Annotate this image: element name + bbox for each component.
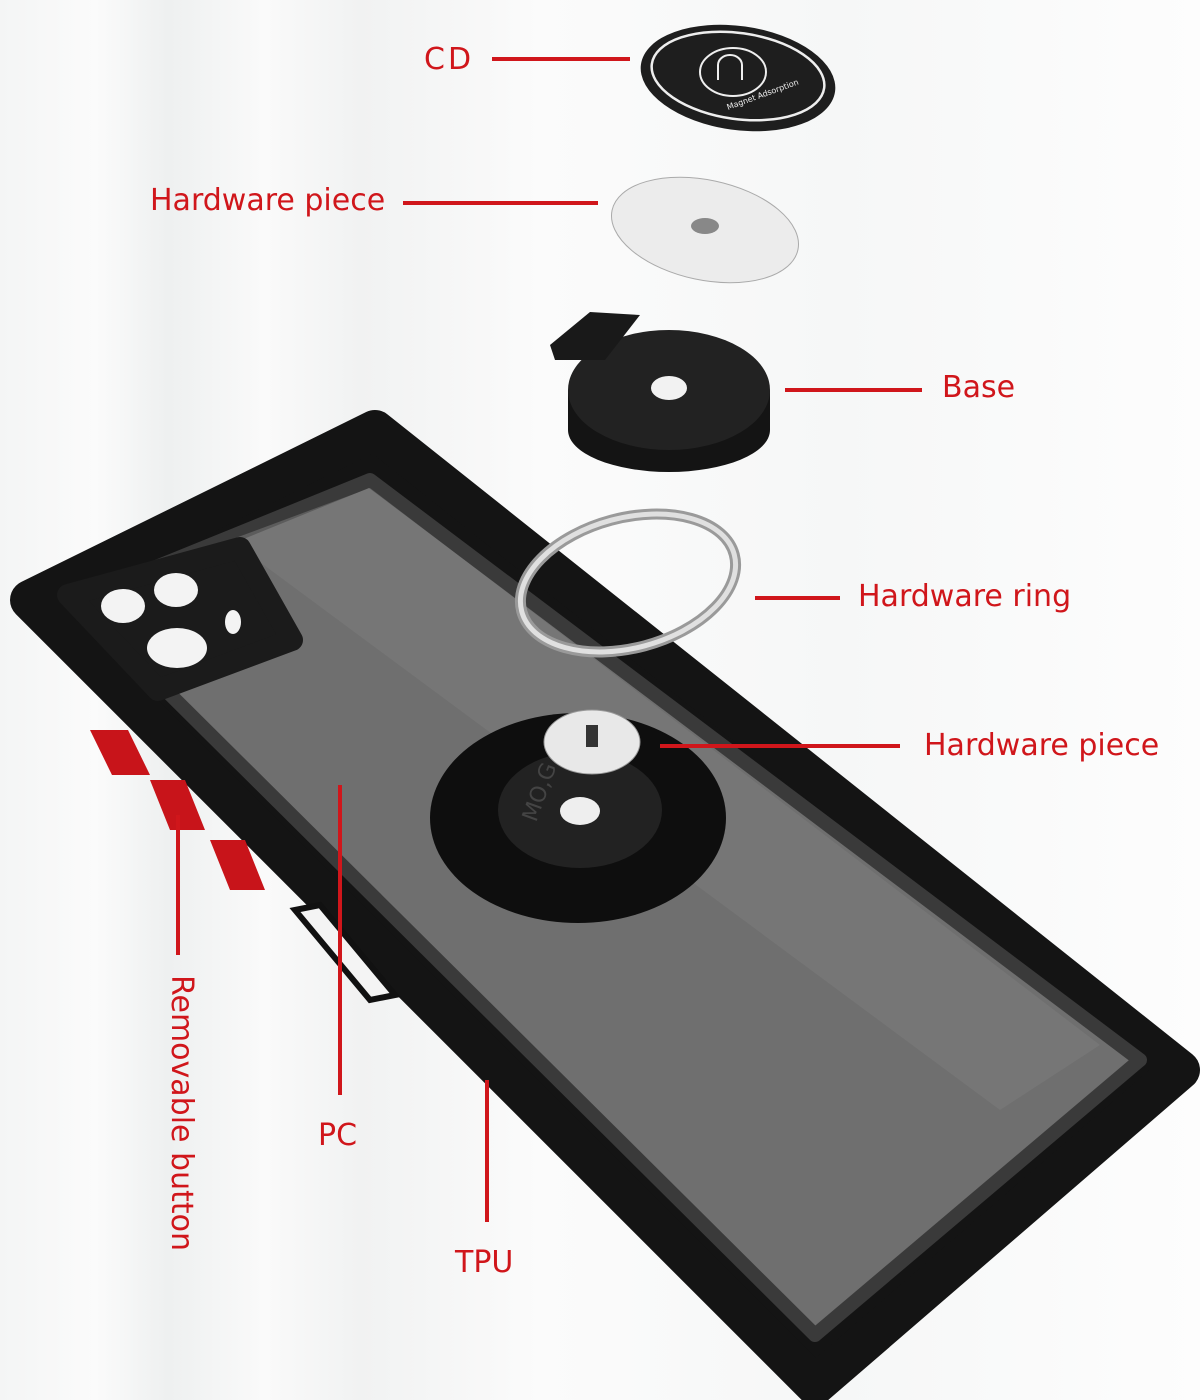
hardware-ring xyxy=(514,508,742,658)
label-base: Base xyxy=(942,370,1016,405)
leader-line-hardware-piece-top xyxy=(403,201,598,205)
leader-line-hardware-piece-mid xyxy=(660,744,900,748)
removable-buttons xyxy=(90,730,401,1004)
leader-line-hardware-ring xyxy=(755,596,840,600)
label-hardware-ring: Hardware ring xyxy=(858,579,1072,614)
leader-line-cd xyxy=(492,57,630,61)
label-hardware-piece-top: Hardware piece xyxy=(150,183,386,218)
label-cd: CD xyxy=(424,42,475,77)
leader-line-removable-button xyxy=(176,815,180,955)
camera-module xyxy=(57,537,303,701)
hardware-piece-disc xyxy=(610,176,800,284)
cd-disc: Magnet Adsorption xyxy=(640,24,836,132)
label-pc: PC xyxy=(318,1118,358,1153)
label-removable-button: Removable button xyxy=(164,975,199,1251)
label-tpu: TPU xyxy=(455,1245,514,1280)
base-part xyxy=(550,312,770,472)
label-hardware-piece-mid: Hardware piece xyxy=(924,728,1160,763)
ring-holder-mount: MO,G xyxy=(430,709,726,923)
leader-line-tpu xyxy=(485,1080,489,1222)
leader-line-base xyxy=(785,388,922,392)
leader-line-pc xyxy=(338,785,342,1095)
